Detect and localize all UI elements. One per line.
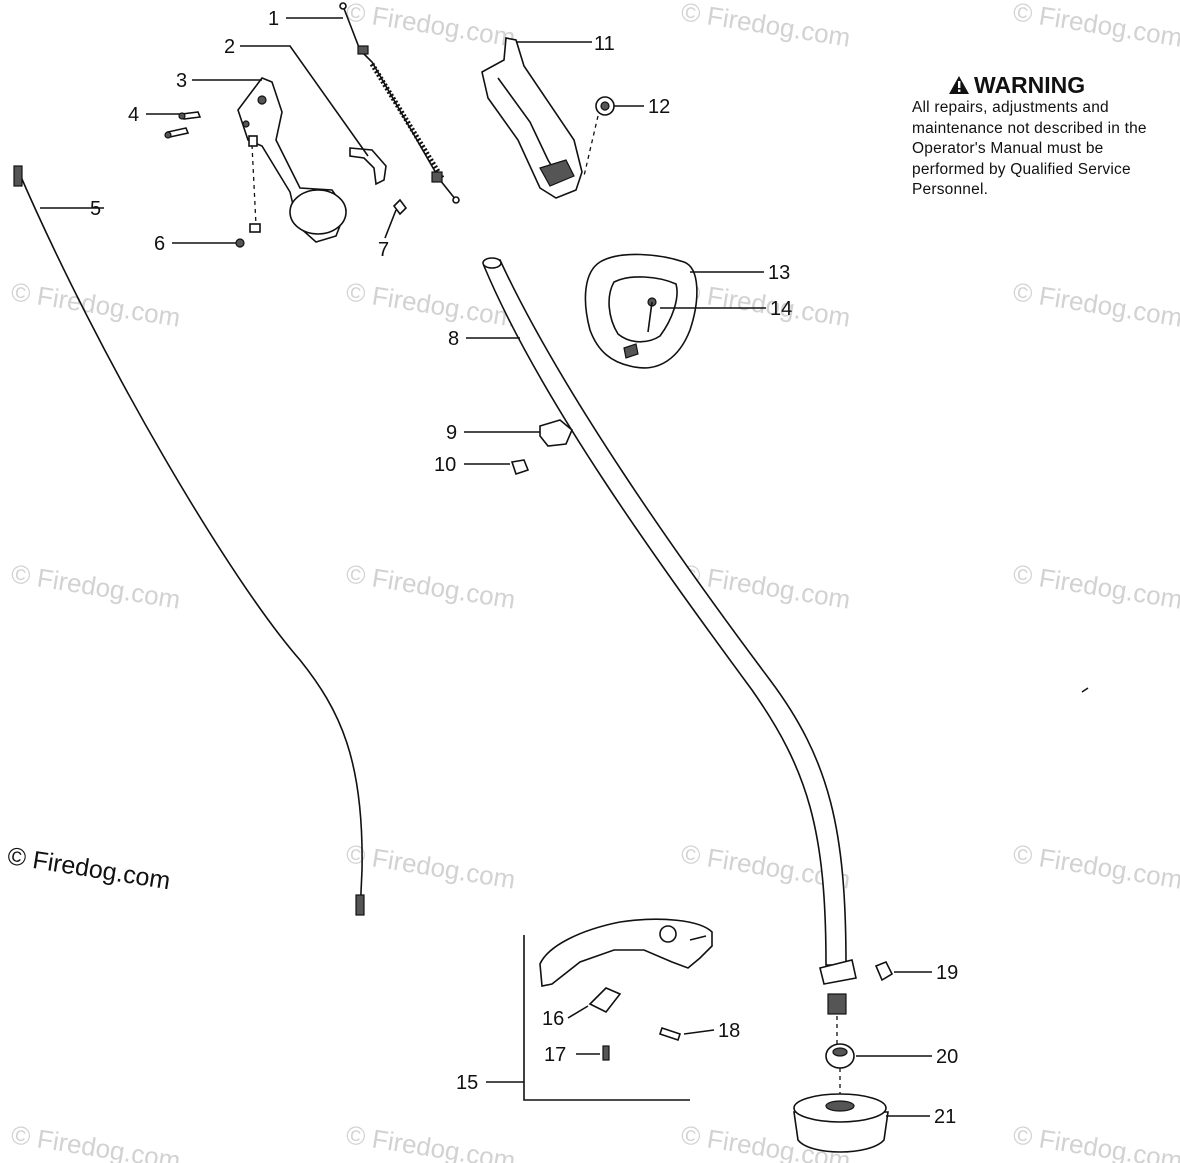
callout-1: 1 (268, 8, 279, 30)
watermark: © Firedog.com (1011, 276, 1180, 332)
part-12-nut (583, 96, 615, 177)
part-16-line-cutter (588, 987, 622, 1014)
bracket-15 (523, 935, 690, 1101)
part-15-guard (539, 918, 713, 987)
part-19-wing-bolt (819, 959, 894, 1044)
warning-triangle-icon (949, 76, 969, 94)
warning-title: WARNING (974, 72, 1086, 98)
watermark: © Firedog.com (344, 0, 517, 53)
watermark: © Firedog.com (9, 1119, 182, 1163)
callout-16: 16 (542, 1008, 564, 1030)
watermark: © Firedog.com (9, 276, 182, 332)
callout-numbers: 1 2 3 4 5 6 7 8 9 10 11 12 13 14 15 16 1… (90, 8, 958, 1128)
watermark: © Firedog.com (1011, 558, 1180, 614)
callout-10: 10 (434, 454, 456, 476)
warning-title-row: WARNING (948, 72, 1174, 98)
watermark: © Firedog.com (344, 558, 517, 614)
watermark: © Firedog.com (344, 1119, 517, 1163)
part-10-screw (510, 459, 530, 476)
part-20-nut (825, 1043, 855, 1094)
part-17-screw (602, 1045, 610, 1061)
callout-5: 5 (90, 198, 101, 220)
callout-4: 4 (128, 104, 139, 126)
callout-6: 6 (154, 233, 165, 255)
callout-17: 17 (544, 1044, 566, 1066)
watermark: © Firedog.com (9, 558, 182, 614)
watermark: © Firedog.com (679, 0, 852, 53)
part-21-trimmer-head (793, 1093, 889, 1153)
callout-11: 11 (594, 33, 615, 55)
callout-15: 15 (456, 1072, 478, 1094)
stray-mark (1081, 687, 1089, 693)
callout-leaders (40, 17, 932, 1117)
callout-12: 12 (648, 96, 670, 118)
callout-21: 21 (934, 1106, 956, 1128)
callout-20: 20 (936, 1046, 958, 1068)
part-1-throttle-cable (339, 2, 460, 204)
watermark: © Firedog.com (1011, 838, 1180, 894)
watermark: © Firedog.com (1011, 1119, 1180, 1163)
part-7-clip (392, 198, 408, 216)
callout-18: 18 (718, 1020, 740, 1042)
callout-7: 7 (378, 239, 389, 261)
callout-19: 19 (936, 962, 958, 984)
watermark: © Firedog.com (344, 838, 517, 894)
callout-13: 13 (768, 262, 790, 284)
part-9-clamp (539, 419, 573, 447)
part-5-drive-shaft (13, 165, 365, 916)
callout-9: 9 (446, 422, 457, 444)
part-3-housing (237, 77, 347, 243)
watermark: © Firedog.com (1011, 0, 1180, 53)
part-14-bolt (647, 297, 657, 333)
warning-notice: WARNING All repairs, adjustments and mai… (912, 72, 1174, 201)
part-11-handle-housing (481, 37, 583, 199)
part-18-screw (658, 1026, 682, 1042)
part-2-throttle-trigger (349, 147, 387, 186)
callout-8: 8 (448, 328, 459, 350)
callout-2: 2 (224, 36, 235, 58)
watermark: © Firedog.com (679, 276, 852, 332)
part-4-screws (164, 111, 202, 139)
part-6-screws (235, 135, 261, 248)
callout-14: 14 (770, 298, 792, 320)
callout-3: 3 (176, 70, 187, 92)
warning-body: All repairs, adjustments and maintenance… (912, 99, 1147, 198)
part-13-assist-handle (584, 253, 698, 369)
